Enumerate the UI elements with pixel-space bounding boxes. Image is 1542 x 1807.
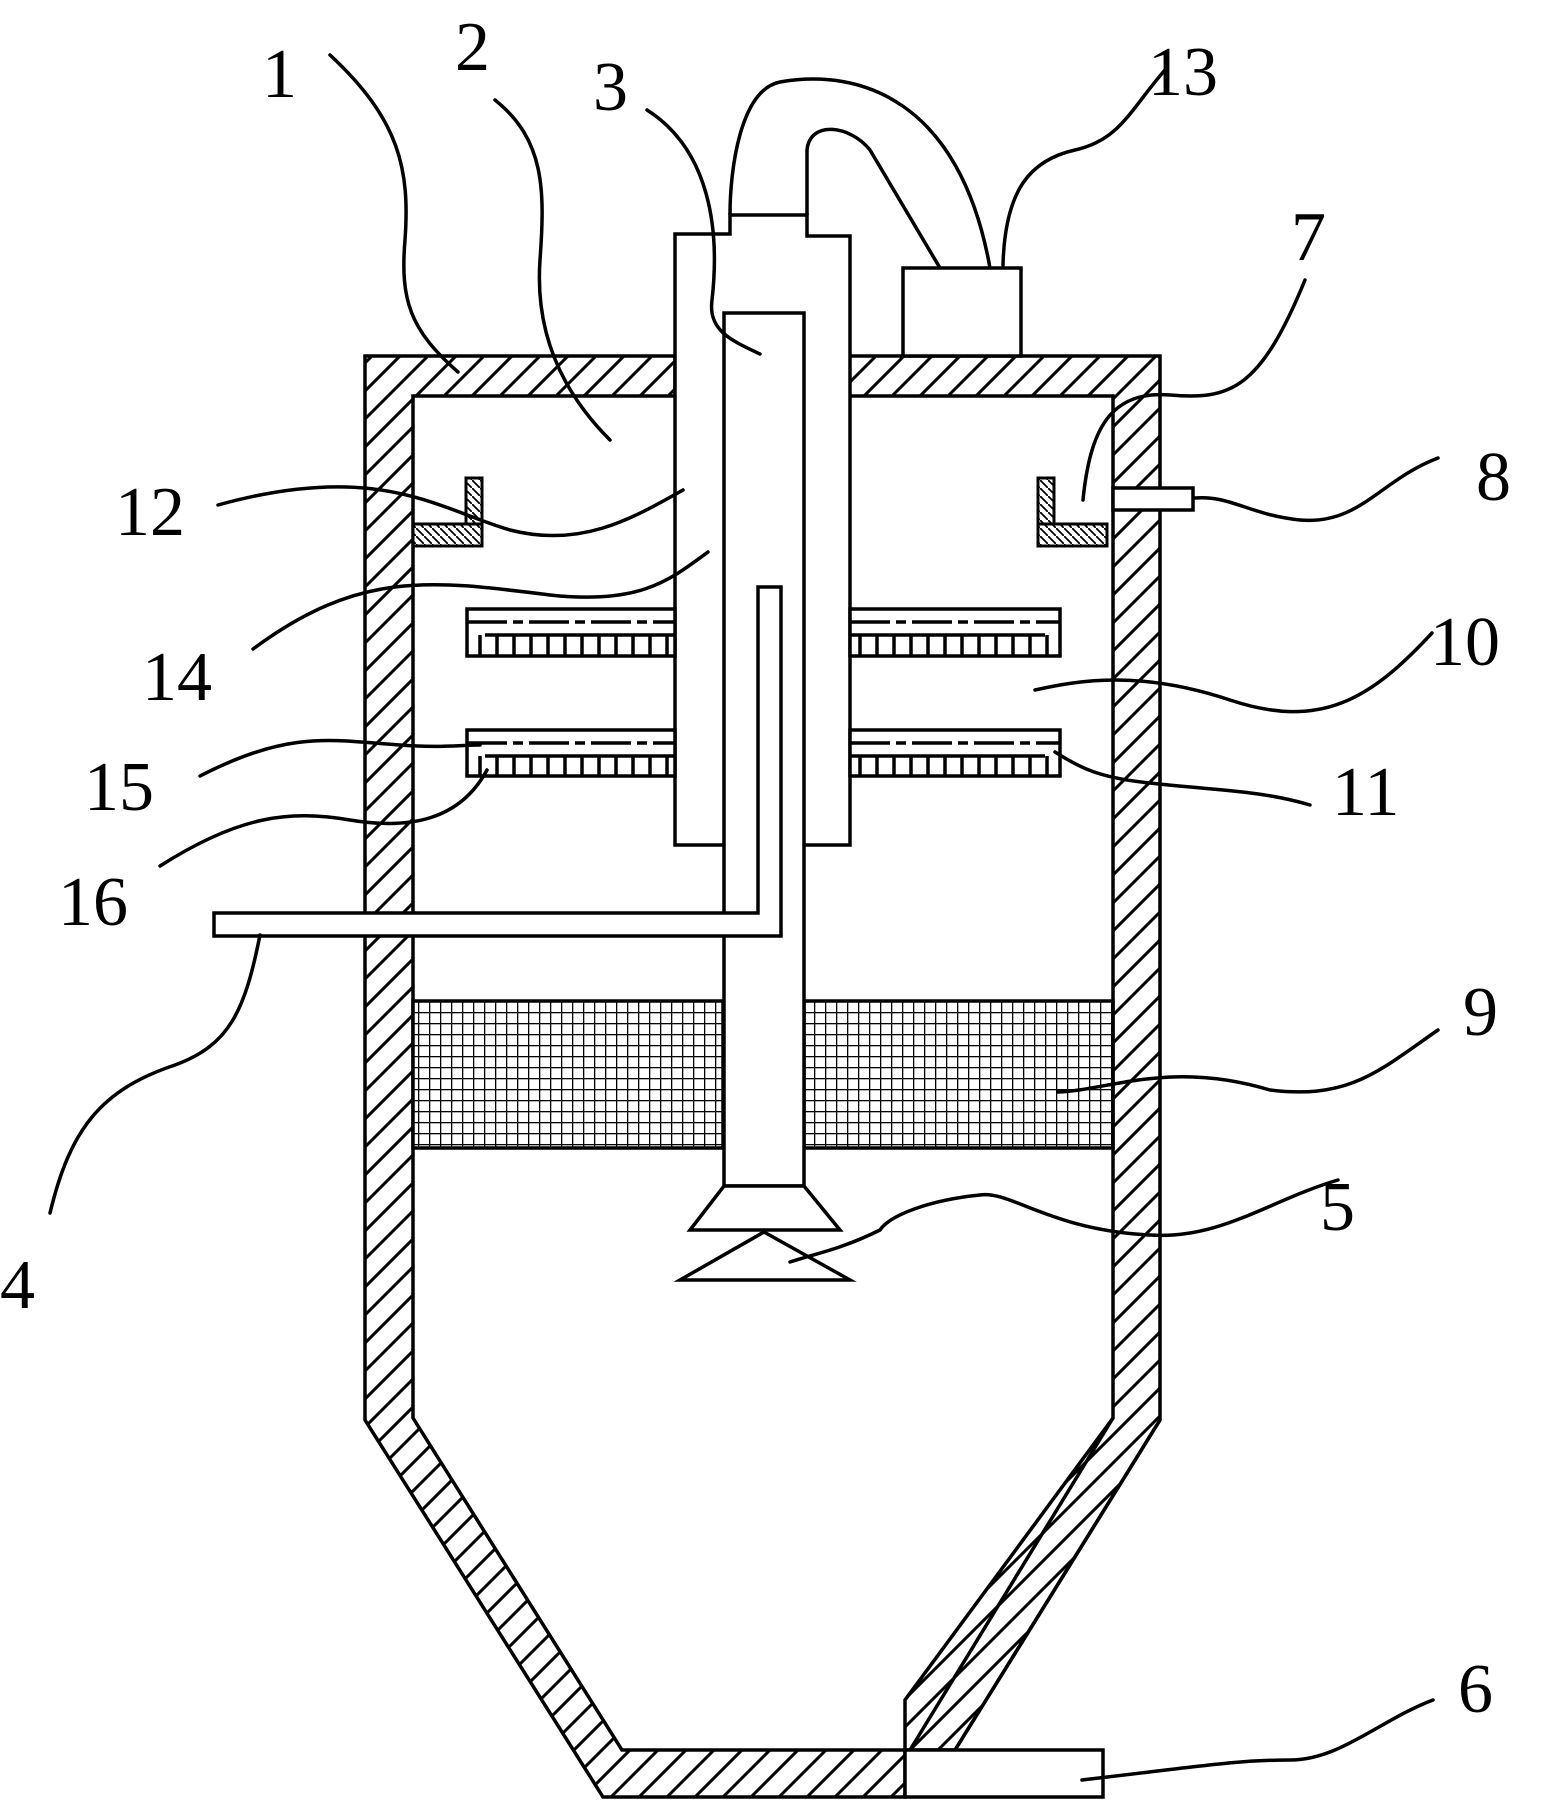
leader-lines: [48, 53, 1440, 1782]
label-16: 16: [58, 864, 128, 941]
stirring-plate-lower-left: [465, 728, 677, 778]
label-11: 11: [1332, 754, 1399, 831]
label-5: 5: [1320, 1169, 1355, 1246]
inlet-pipe: [212, 585, 783, 938]
label-8: 8: [1476, 439, 1511, 516]
overflow-trough-left: [411, 476, 484, 548]
label-2: 2: [455, 9, 490, 86]
label-13: 13: [1148, 34, 1218, 111]
filter-screen: [411, 999, 1115, 1150]
label-15: 15: [84, 749, 154, 826]
stirring-plate-upper-right: [848, 607, 1062, 658]
label-1: 1: [262, 36, 297, 113]
label-10: 10: [1430, 604, 1500, 681]
overflow-trough-right: [1036, 476, 1109, 548]
label-7: 7: [1291, 199, 1326, 276]
stirring-plate-lower-right: [848, 728, 1062, 778]
side-outlet-pipe: [1111, 486, 1195, 512]
label-3: 3: [593, 49, 628, 126]
bottom-impeller: [673, 1184, 857, 1282]
label-4: 4: [0, 1247, 35, 1324]
motor-housing: [901, 266, 1023, 358]
label-6: 6: [1458, 1651, 1493, 1728]
callout-labels: 1 2 3 13 7 8 12 14 10 15 11 16 9 4 5 6: [0, 9, 1511, 1728]
outlet-pipe: [903, 1748, 1105, 1799]
label-12: 12: [115, 474, 185, 551]
label-14: 14: [142, 639, 212, 716]
stirring-plate-upper-left: [465, 607, 677, 658]
connecting-hose: [728, 77, 992, 269]
label-9: 9: [1463, 974, 1498, 1051]
